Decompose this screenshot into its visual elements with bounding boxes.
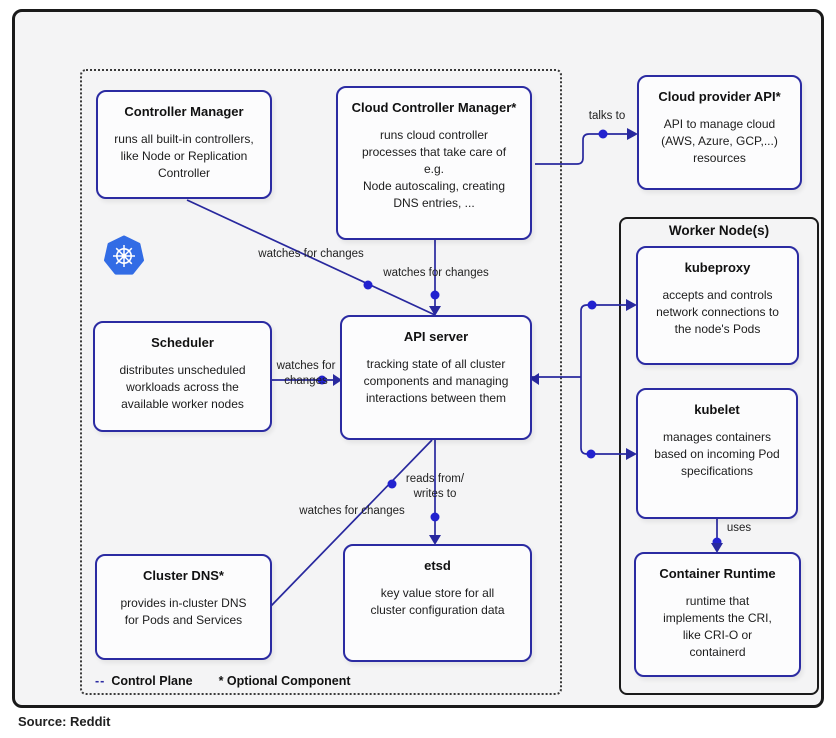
box-body: manages containers based on incoming Pod… bbox=[654, 430, 780, 479]
box-title: Container Runtime bbox=[659, 566, 776, 581]
source-caption: Source: Reddit bbox=[18, 714, 111, 729]
edge-label-reads-from-writes-to: reads from/ writes to bbox=[405, 473, 465, 500]
box-controller-manager: Controller Manager runs all built-in con… bbox=[96, 90, 272, 199]
box-body: runs all built-in controllers, like Node… bbox=[114, 132, 254, 181]
box-title: Cloud provider API* bbox=[658, 89, 781, 104]
box-cloud-controller-manager: Cloud Controller Manager* runs cloud con… bbox=[336, 86, 532, 240]
box-container-runtime: Container Runtime runtime that implement… bbox=[634, 552, 801, 677]
connection-dot bbox=[586, 449, 596, 459]
box-cluster-dns: Cluster DNS* provides in-cluster DNS for… bbox=[95, 554, 272, 660]
box-body: key value store for all cluster configur… bbox=[370, 586, 505, 618]
box-body: API to manage cloud (AWS, Azure, GCP,...… bbox=[661, 117, 778, 166]
box-scheduler: Scheduler distributes unscheduled worklo… bbox=[93, 321, 272, 432]
legend-control-plane-label: Control Plane bbox=[111, 674, 193, 688]
box-etsd: etsd key value store for all cluster con… bbox=[343, 544, 532, 662]
kubernetes-helm-icon bbox=[104, 235, 144, 275]
box-body: tracking state of all cluster components… bbox=[363, 357, 509, 406]
worker-node-title: Worker Node(s) bbox=[668, 223, 770, 238]
edge-label-watches-for-changes-ccm: watches for changes bbox=[383, 267, 489, 279]
worker-node-container bbox=[619, 217, 819, 695]
legend: -- Control Plane * Optional Component bbox=[95, 674, 351, 688]
box-kubeproxy: kubeproxy accepts and controls network c… bbox=[636, 246, 799, 365]
diagram-frame: Worker Node(s) bbox=[12, 9, 824, 708]
box-title: Cloud Controller Manager* bbox=[351, 100, 517, 115]
box-title: etsd bbox=[424, 558, 451, 573]
box-title: Cluster DNS* bbox=[143, 568, 224, 583]
edge-label-watches-for-changes-scheduler: watches for changes bbox=[276, 360, 336, 387]
edge-label-talks-to: talks to bbox=[588, 110, 626, 122]
box-kubelet: kubelet manages containers based on inco… bbox=[636, 388, 798, 519]
box-title: kubeproxy bbox=[684, 260, 751, 275]
legend-control-plane-dashes: -- bbox=[95, 674, 106, 688]
connection-dot bbox=[587, 300, 597, 310]
box-body: accepts and controls network connections… bbox=[656, 288, 779, 337]
box-body: runs cloud controller processes that tak… bbox=[361, 128, 507, 211]
control-plane-container bbox=[80, 69, 562, 695]
connection-dot bbox=[598, 129, 608, 139]
edge-label-uses: uses bbox=[726, 522, 752, 534]
wheel-hub bbox=[121, 253, 127, 259]
box-body: provides in-cluster DNS for Pods and Ser… bbox=[120, 596, 247, 628]
box-title: Controller Manager bbox=[124, 104, 244, 119]
box-body: distributes unscheduled workloads across… bbox=[119, 363, 246, 412]
box-title: kubelet bbox=[694, 402, 740, 417]
edge-label-watches-for-changes-cm: watches for changes bbox=[258, 248, 364, 260]
kubernetes-logo-icon bbox=[102, 234, 146, 278]
box-title: API server bbox=[403, 329, 469, 344]
box-api-server: API server tracking state of all cluster… bbox=[340, 315, 532, 440]
box-cloud-provider-api: Cloud provider API* API to manage cloud … bbox=[637, 75, 802, 190]
box-body: runtime that implements the CRI, like CR… bbox=[663, 594, 772, 660]
legend-optional-component-label: * Optional Component bbox=[218, 674, 351, 688]
box-title: Scheduler bbox=[151, 335, 214, 350]
edge-label-watches-for-changes-dns: watches for changes bbox=[299, 505, 405, 517]
